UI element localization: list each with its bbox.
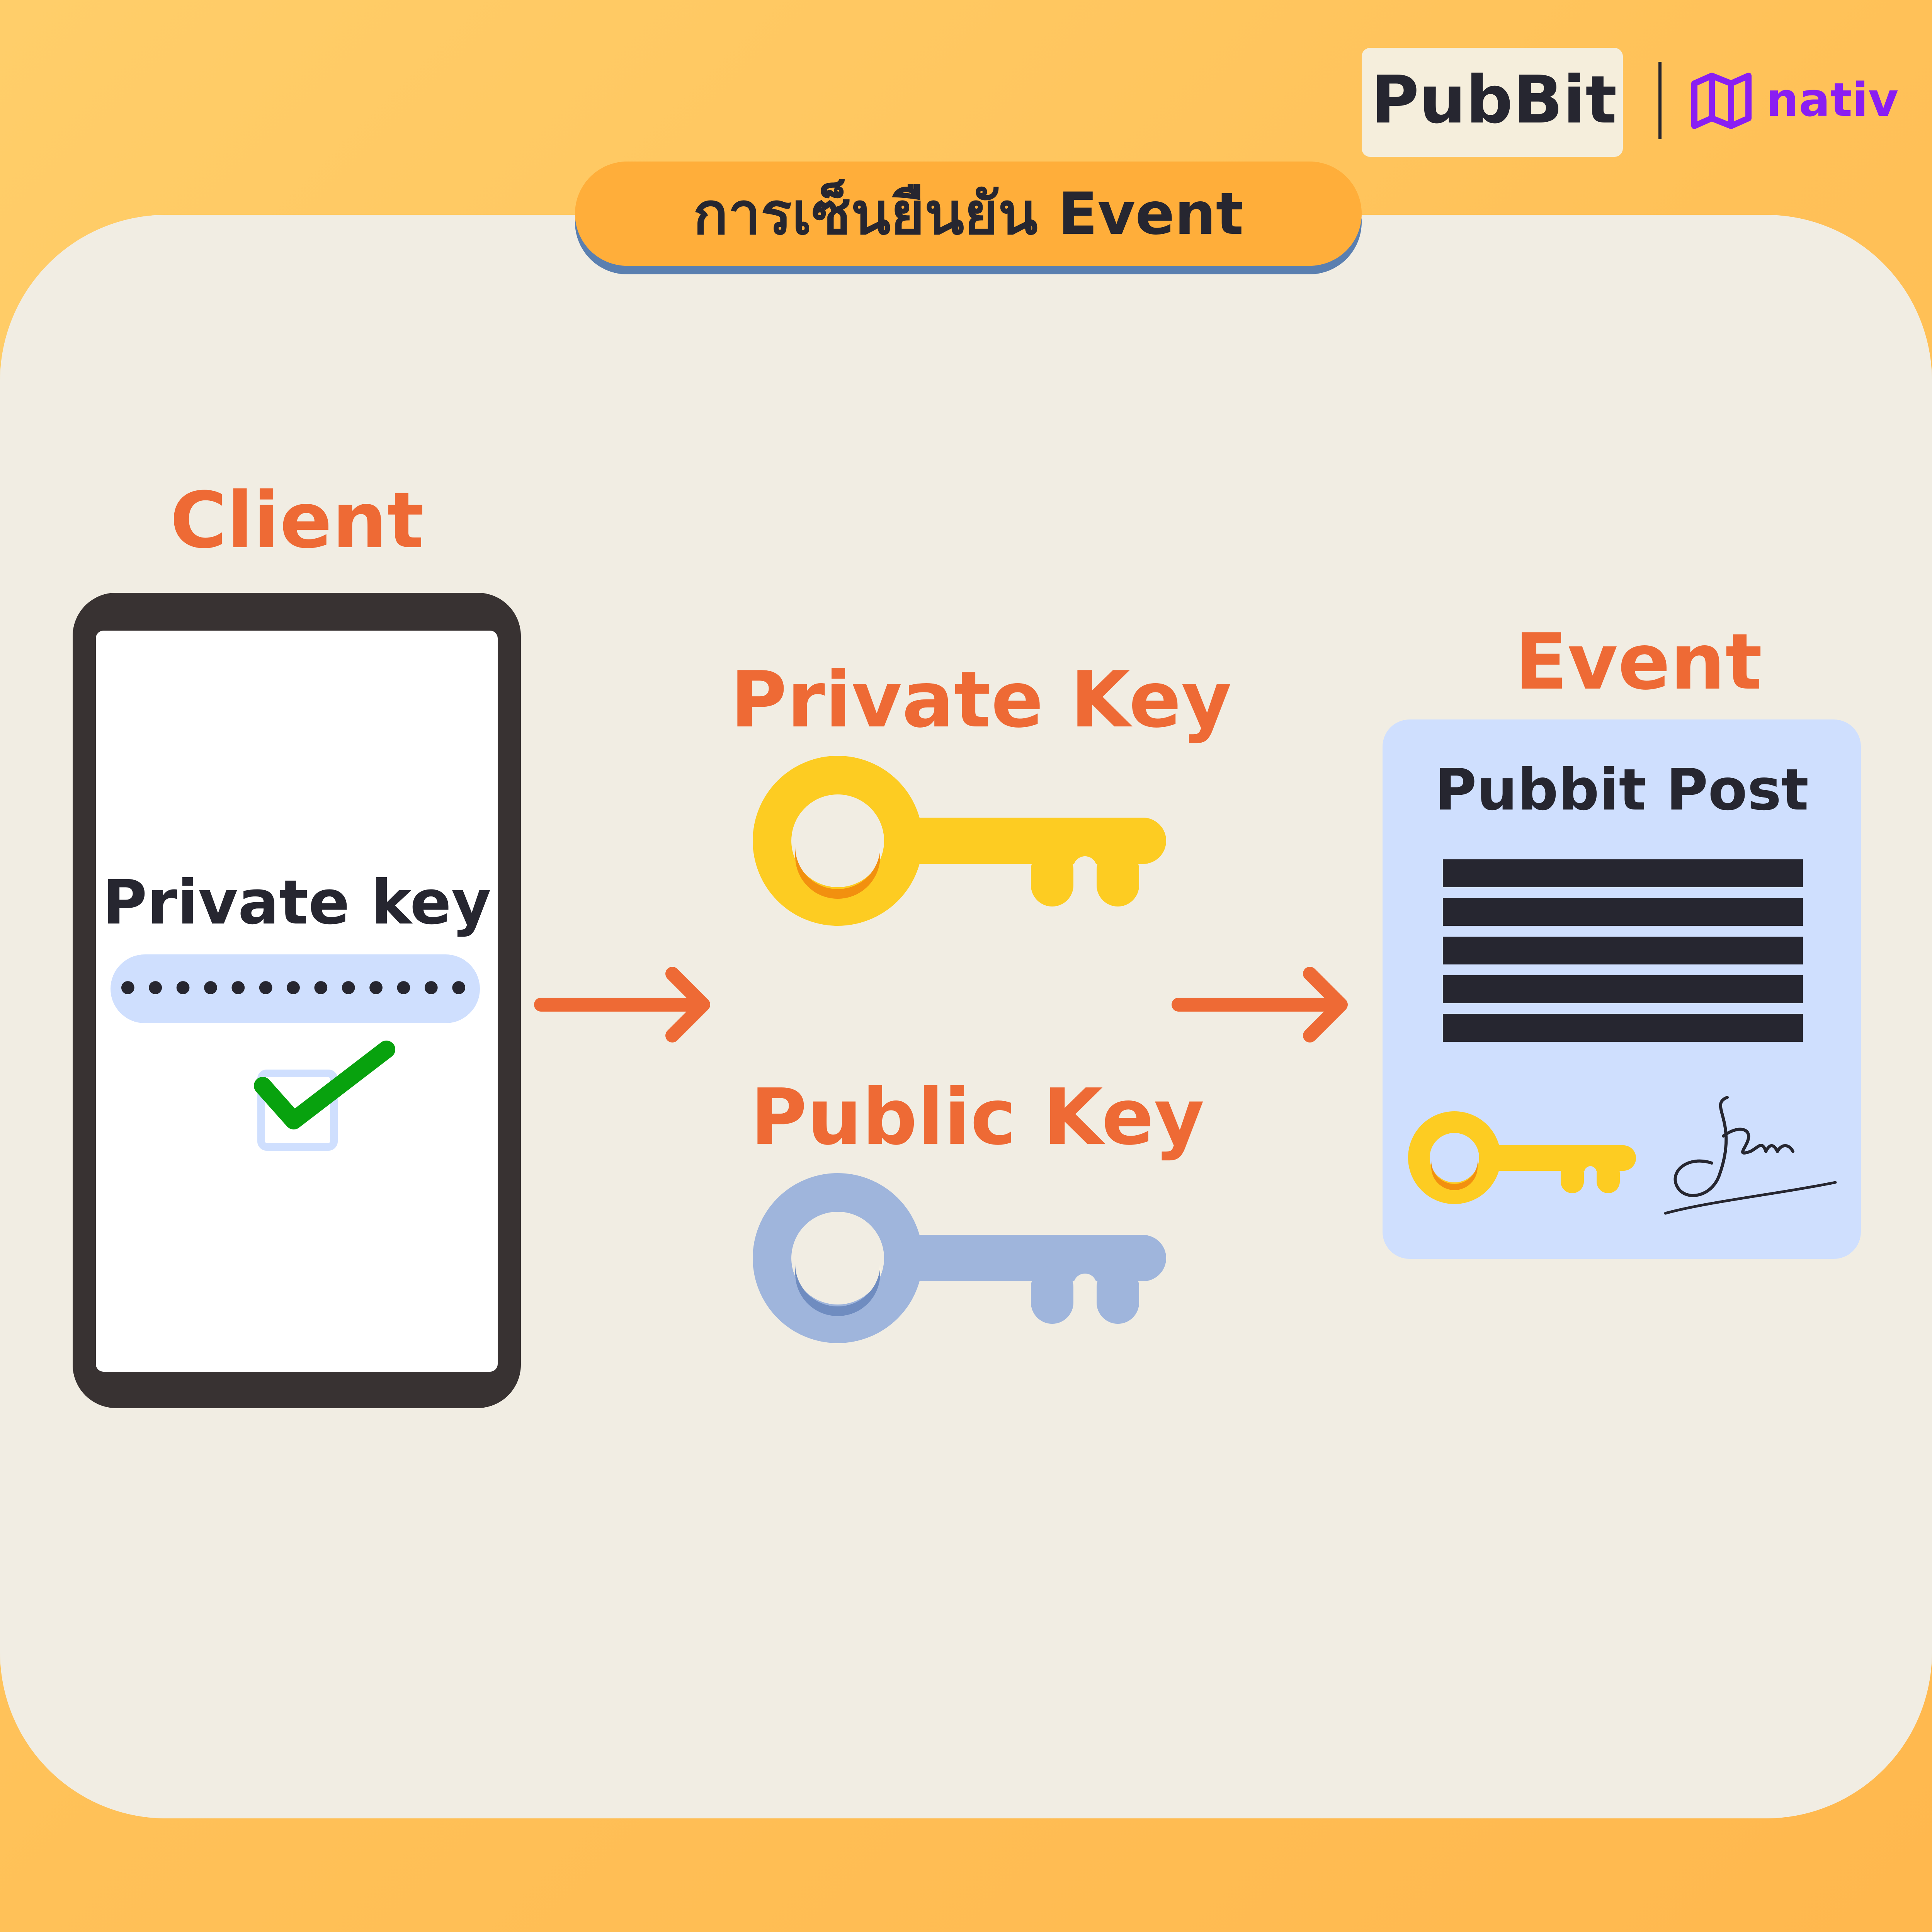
content-line [1443,937,1803,964]
content-line [1443,1014,1803,1042]
public-key-label: Public Key [750,1079,1204,1156]
signature-icon [1664,1096,1837,1215]
page-title-text: การเซ็นยืนยัน Event [693,180,1244,248]
event-label: Event [1515,624,1762,701]
private-key-mask: ••••••••••••• [116,967,474,1010]
private-key-label-text: Private Key [730,655,1232,745]
pubbit-logo-text: PubBit [1371,62,1617,138]
event-label-text: Event [1515,617,1762,707]
brand-divider [1658,62,1662,139]
content-line [1443,975,1803,1003]
nativ-logo-icon [1691,73,1752,129]
phone-heading: Private key [96,867,498,938]
nativ-logo-text: nativ [1766,73,1899,127]
content-line [1443,898,1803,926]
event-card-title: Pubbit Post [1383,757,1861,823]
nativ-logo: nativ [1766,77,1898,124]
event-card-title-text: Pubbit Post [1435,757,1809,823]
arrow-right-icon [1172,967,1348,1043]
verify-checkbox[interactable] [251,1036,398,1159]
public-key-icon [753,1173,1166,1343]
client-label: Client [170,482,424,560]
private-key-input[interactable]: ••••••••••••• [111,954,480,1023]
pubbit-logo-box [1362,48,1623,157]
private-key-icon [753,756,1166,926]
checkmark-icon [254,1041,395,1129]
client-label-text: Client [170,476,424,566]
public-key-label-text: Public Key [750,1072,1204,1162]
page-title: การเซ็นยืนยัน Event [575,162,1362,266]
phone-heading-text: Private key [102,867,492,938]
signing-key-icon [1408,1111,1636,1204]
private-key-label: Private Key [730,662,1231,739]
content-line [1443,859,1803,887]
arrow-right-icon [534,967,710,1043]
pubbit-logo: PubBit [1371,67,1617,133]
